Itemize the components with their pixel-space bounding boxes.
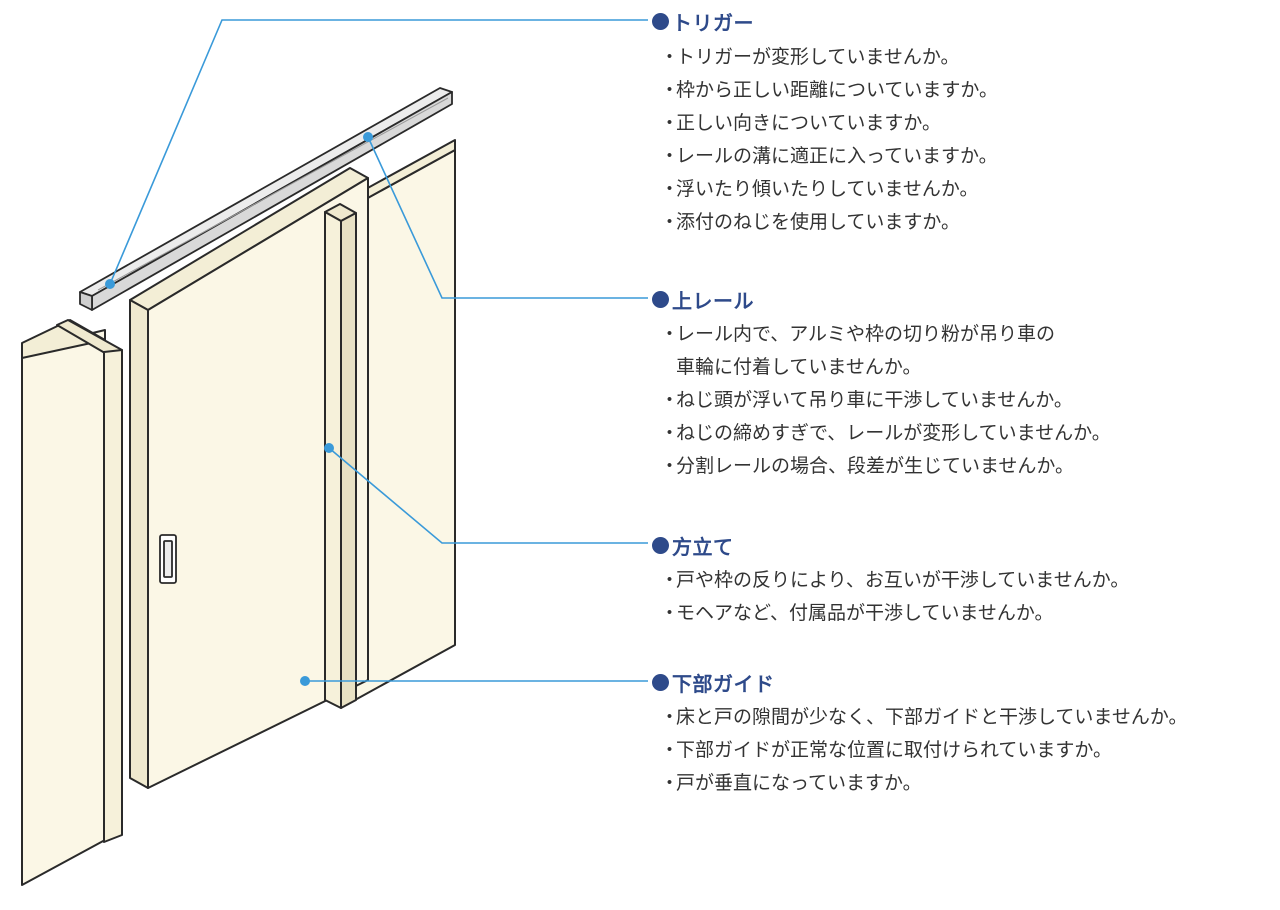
check-item: ・レールの溝に適正に入っていますか。 — [660, 145, 998, 167]
back-wall-panel — [354, 139, 456, 701]
section-heading: 上レール — [652, 286, 1111, 313]
heading-label: 方立て — [672, 534, 734, 559]
section-lower-guide: 下部ガイド ・床と戸の隙間が少なく、下部ガイドと干渉していませんか。 ・下部ガイ… — [652, 669, 1187, 800]
sliding-door — [129, 167, 369, 789]
check-item-continuation: 車輪に付着していませんか。 — [676, 356, 922, 378]
check-item: ・浮いたり傾いたりしていませんか。 — [660, 178, 979, 200]
check-item: ・床と戸の隙間が少なく、下部ガイドと干渉していませんか。 — [660, 706, 1188, 728]
check-list: ・トリガーが変形していませんか。 ・枠から正しい距離についていますか。 ・正しい… — [652, 41, 998, 239]
left-frame-post — [56, 319, 123, 843]
heading-bullet-icon — [652, 536, 669, 554]
leader-endpoints — [105, 132, 373, 686]
check-item: ・枠から正しい距離についていますか。 — [660, 79, 999, 101]
check-item: ・レール内で、アルミや枠の切り粉が吊り車の — [660, 323, 1056, 345]
check-item: ・正しい向きについていますか。 — [660, 112, 942, 134]
check-list: ・戸や枠の反りにより、お互いが干渉していませんか。 ・モヘアなど、付属品が干渉し… — [652, 564, 1129, 630]
section-stile: 方立て ・戸や枠の反りにより、お互いが干渉していませんか。 ・モヘアなど、付属品… — [652, 532, 1129, 630]
section-heading: 下部ガイド — [652, 669, 1187, 696]
check-item: ・添付のねじを使用していますか。 — [660, 211, 961, 233]
heading-label: 上レール — [672, 288, 754, 313]
door-handle — [159, 534, 177, 584]
heading-label: 下部ガイド — [672, 671, 775, 696]
heading-bullet-icon — [652, 12, 669, 30]
leader-lines — [109, 19, 648, 682]
heading-label: トリガー — [672, 10, 754, 35]
section-trigger: トリガー ・トリガーが変形していませんか。 ・枠から正しい距離についていますか。… — [652, 8, 998, 239]
check-item: ・分割レールの場合、段差が生じていませんか。 — [660, 455, 1075, 477]
upper-rail — [79, 87, 453, 311]
section-upper-rail: 上レール ・レール内で、アルミや枠の切り粉が吊り車の 車輪に付着していませんか。… — [652, 286, 1111, 483]
check-item: ・戸が垂直になっていますか。 — [660, 772, 922, 794]
check-item: ・戸や枠の反りにより、お互いが干渉していませんか。 — [660, 569, 1130, 591]
stile-post — [324, 203, 357, 709]
section-heading: 方立て — [652, 532, 1129, 559]
check-item: ・トリガーが変形していませんか。 — [660, 46, 960, 68]
left-wall — [21, 319, 106, 886]
check-item: ・ねじの締めすぎで、レールが変形していませんか。 — [660, 422, 1111, 444]
check-item: ・下部ガイドが正常な位置に取付けられていますか。 — [660, 739, 1113, 761]
heading-bullet-icon — [652, 290, 669, 308]
check-list: ・レール内で、アルミや枠の切り粉が吊り車の 車輪に付着していませんか。 ・ねじ頭… — [652, 318, 1111, 483]
section-heading: トリガー — [652, 8, 998, 35]
check-list: ・床と戸の隙間が少なく、下部ガイドと干渉していませんか。 ・下部ガイドが正常な位… — [652, 701, 1187, 800]
check-item: ・モヘアなど、付属品が干渉していませんか。 — [660, 602, 1054, 624]
check-item: ・ねじ頭が浮いて吊り車に干渉していませんか。 — [660, 389, 1073, 411]
heading-bullet-icon — [652, 673, 669, 691]
